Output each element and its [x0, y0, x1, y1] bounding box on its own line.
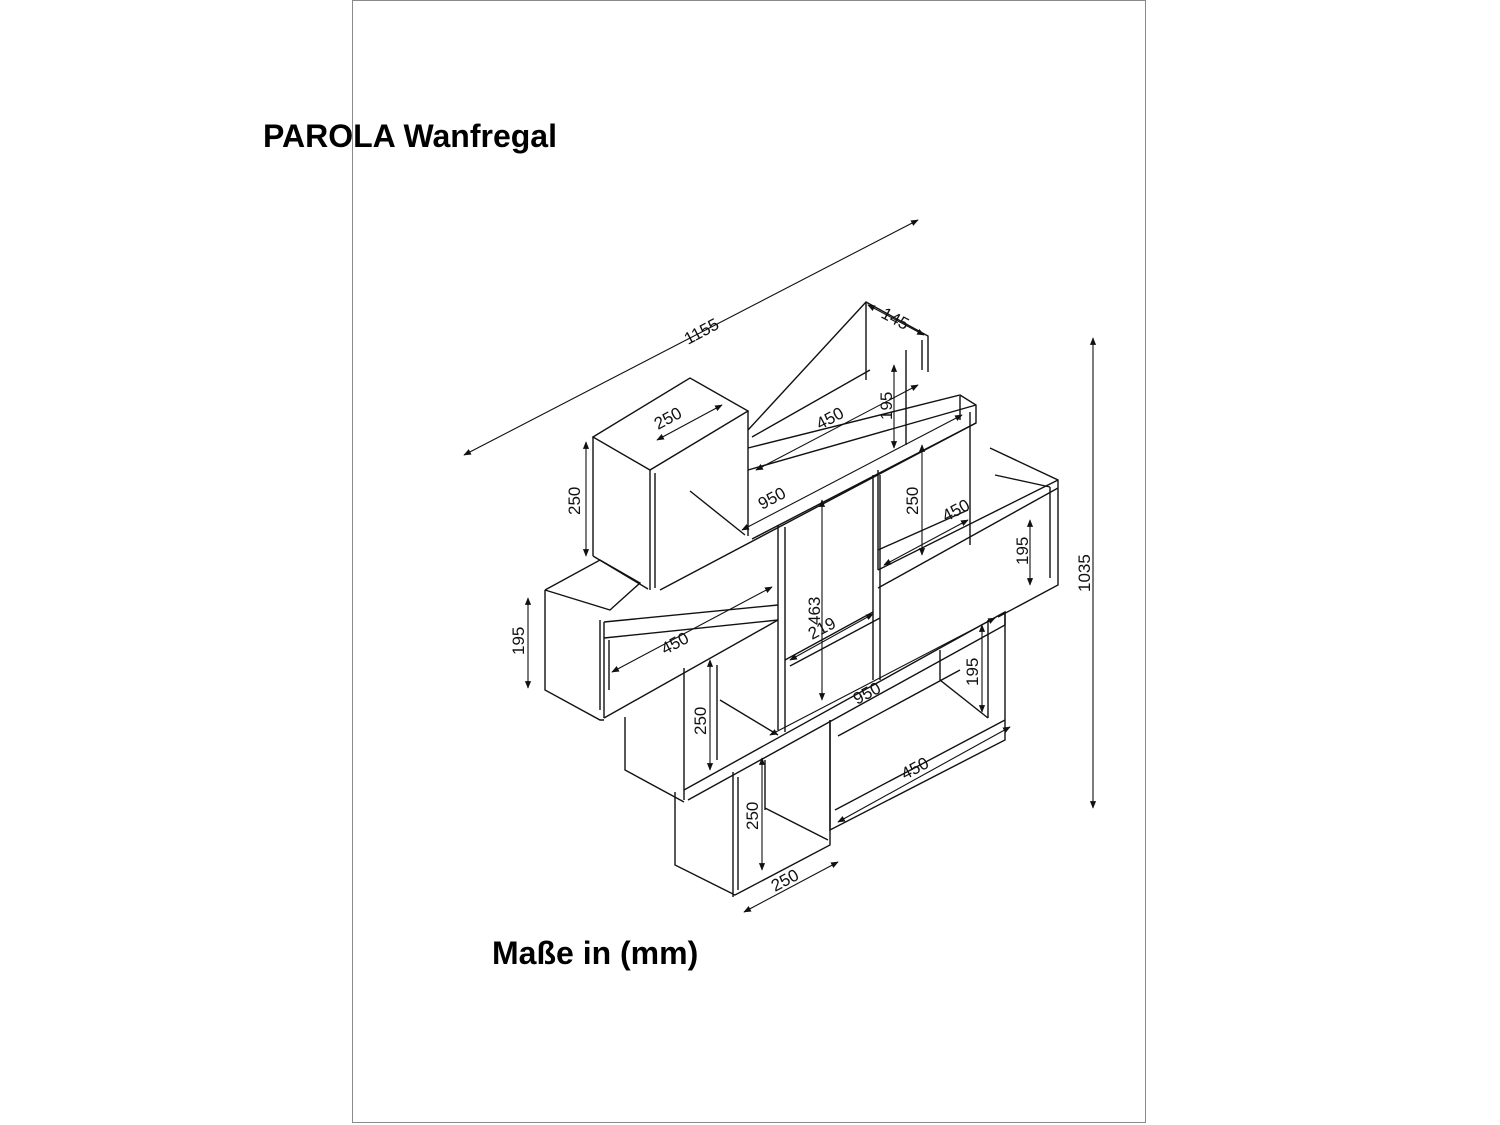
dim-bottom-box-width: 250 [768, 865, 802, 895]
dim-top-box-height: 250 [565, 487, 584, 515]
dim-center-divider-height: 463 [805, 597, 824, 625]
dim-depth: 145 [878, 304, 912, 334]
dim-overall-width: 1155 [681, 315, 722, 349]
dim-right-shelf-height: 195 [1013, 537, 1032, 565]
units-note: Maße in (mm) [492, 935, 699, 971]
dim-overall-height: 1035 [1075, 554, 1094, 592]
dimension-lines [463, 219, 1097, 913]
dim-lower-right-length: 450 [898, 753, 932, 783]
dim-left-shelf-height: 195 [509, 627, 528, 655]
dim-bottom-box-height: 250 [743, 802, 762, 830]
shelf-outline [544, 301, 1059, 897]
dim-lower-right-height: 195 [963, 658, 982, 686]
dim-top-shelf-height: 195 [877, 392, 896, 420]
dim-long-shelf-lower: 950 [850, 678, 884, 708]
dim-long-shelf-upper: 950 [755, 483, 789, 513]
dim-lower-left-height: 250 [691, 707, 710, 735]
dim-top-shelf-length: 450 [813, 403, 847, 433]
drawing-sheet [352, 0, 1146, 1123]
dim-top-box-width: 250 [651, 403, 685, 433]
drawing-title: PAROLA Wanfregal [263, 118, 557, 154]
dim-left-shelf-length: 450 [658, 628, 692, 658]
dim-upper-right-height: 250 [903, 487, 922, 515]
